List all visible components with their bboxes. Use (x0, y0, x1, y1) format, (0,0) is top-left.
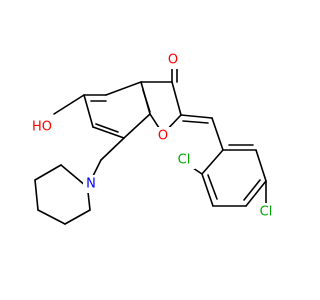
bond (255, 149, 267, 182)
bond (60, 164, 87, 187)
bond (245, 180, 267, 207)
hydroxyl-label: HO (32, 120, 52, 135)
bond (64, 209, 91, 225)
bond (87, 191, 91, 211)
bond (243, 179, 261, 201)
bond (201, 173, 214, 207)
bond (182, 120, 209, 124)
carbonyl-oxygen-label: O (168, 53, 178, 68)
chlorine-ortho-label: Cl (178, 153, 191, 168)
bond (92, 159, 102, 177)
bond (207, 174, 218, 200)
bond (83, 94, 94, 128)
bond (201, 149, 224, 175)
ring-oxygen-label: O (158, 129, 168, 144)
bond (142, 89, 151, 113)
bond (123, 113, 151, 139)
bond (180, 114, 213, 119)
bond (95, 123, 119, 133)
chlorine-para-label: Cl (260, 205, 273, 220)
bond (34, 164, 62, 181)
bond (37, 209, 66, 225)
bond (34, 179, 39, 211)
bond (105, 81, 142, 96)
bond (211, 117, 224, 151)
bond (100, 137, 125, 161)
bond (53, 94, 85, 115)
atom-labels: O O HO N Cl Cl (30, 51, 277, 221)
bond (171, 81, 182, 116)
bond (92, 126, 125, 139)
chemical-structure: O O HO N Cl Cl (30, 51, 277, 225)
bond-lines (34, 61, 267, 225)
nitrogen-label: N (86, 177, 96, 192)
